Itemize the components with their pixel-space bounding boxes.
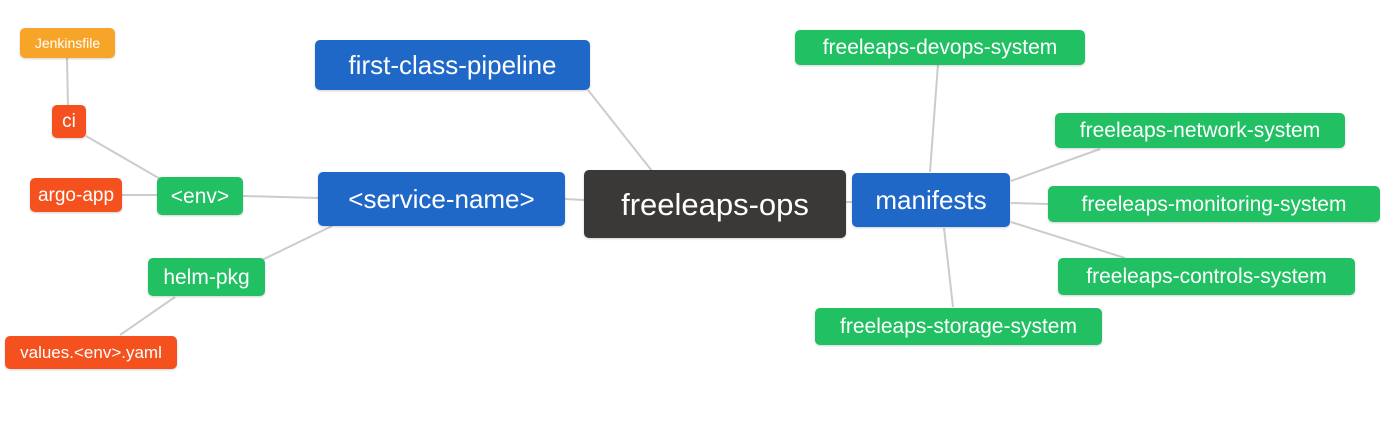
edge-env-servicename (242, 195, 319, 199)
edge-ci-env (85, 135, 163, 181)
node-values-env-yaml[interactable]: values.<env>.yaml (5, 336, 177, 369)
node-jenkinsfile[interactable]: Jenkinsfile (20, 28, 115, 58)
edge-servicename-root (564, 198, 585, 201)
node-service-name[interactable]: <service-name> (318, 172, 565, 226)
edge-manifests-devops (929, 63, 939, 173)
node-freeleaps-storage-system[interactable]: freeleaps-storage-system (815, 308, 1102, 345)
node-ci[interactable]: ci (52, 105, 86, 138)
node-env[interactable]: <env> (157, 177, 243, 215)
node-freeleaps-ops-root[interactable]: freeleaps-ops (584, 170, 846, 238)
node-helm-pkg[interactable]: helm-pkg (148, 258, 265, 296)
edge-manifests-storage (943, 227, 954, 308)
edge-manifests-network (1010, 148, 1101, 182)
edge-manifests-controls (1010, 221, 1126, 259)
edge-helmpkg-servicename (261, 225, 333, 261)
edge-fcp-root (587, 89, 653, 172)
node-freeleaps-monitoring-system[interactable]: freeleaps-monitoring-system (1048, 186, 1380, 222)
node-freeleaps-controls-system[interactable]: freeleaps-controls-system (1058, 258, 1355, 295)
node-freeleaps-network-system[interactable]: freeleaps-network-system (1055, 113, 1345, 148)
edge-jenkinsfile-ci (66, 57, 69, 107)
edge-values-helmpkg (119, 296, 176, 336)
node-argo-app[interactable]: argo-app (30, 178, 122, 212)
edge-manifests-monitoring (1010, 202, 1049, 205)
node-first-class-pipeline[interactable]: first-class-pipeline (315, 40, 590, 90)
node-manifests[interactable]: manifests (852, 173, 1010, 227)
node-freeleaps-devops-system[interactable]: freeleaps-devops-system (795, 30, 1085, 65)
